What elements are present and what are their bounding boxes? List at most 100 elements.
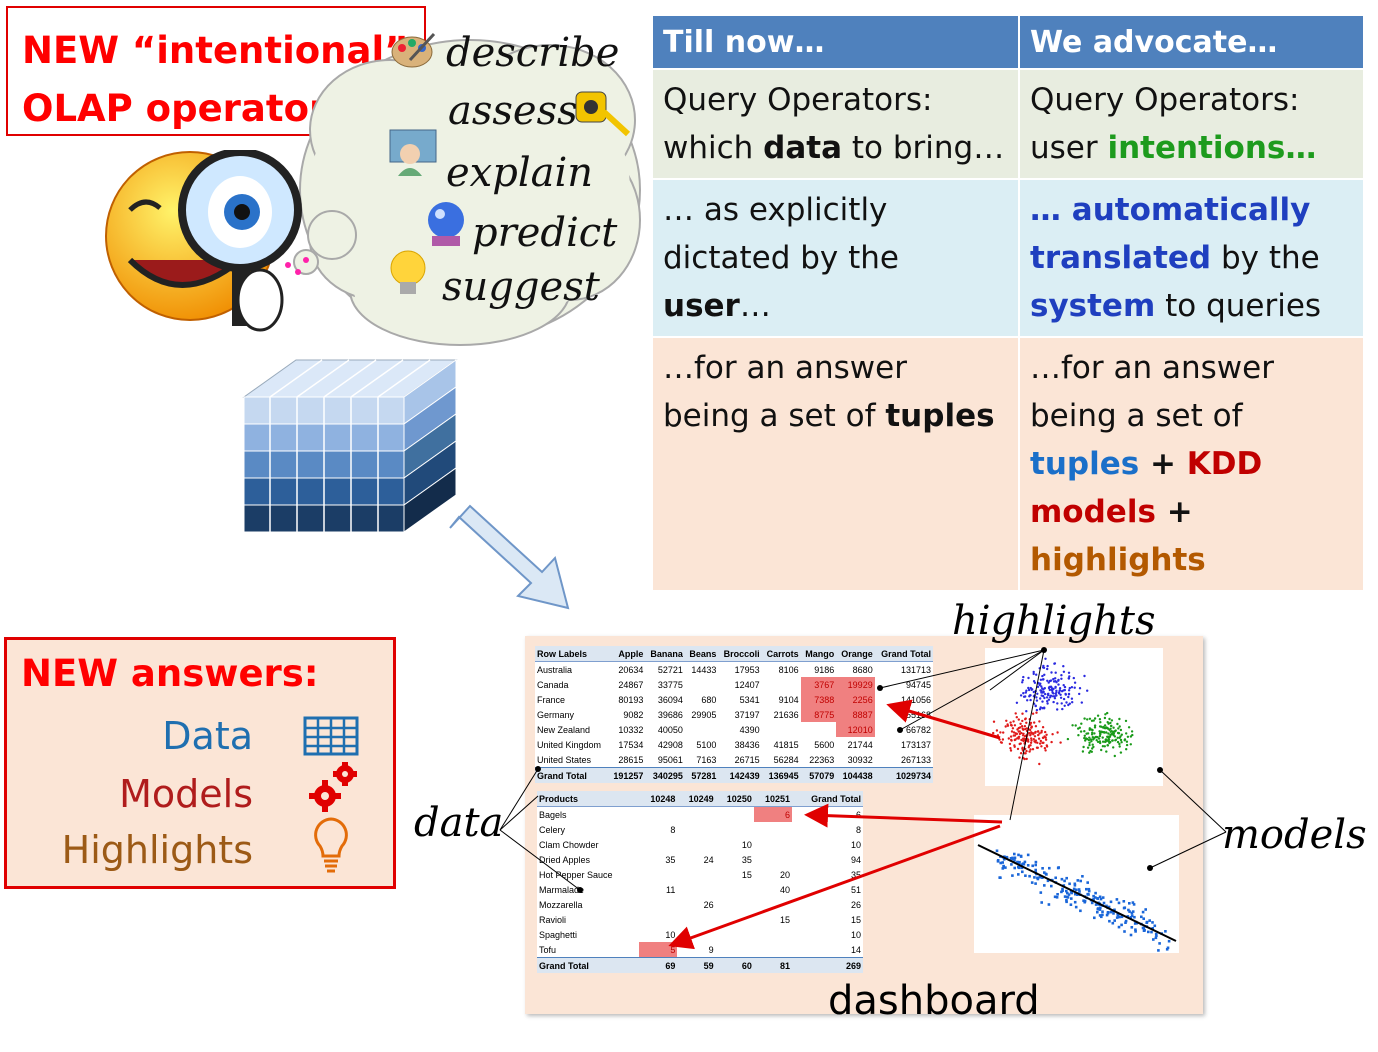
- scatter-point: [1118, 915, 1121, 919]
- scatter-point: [1047, 698, 1051, 701]
- table-cell: 10249: [677, 791, 716, 807]
- scatter-point: [1085, 887, 1088, 891]
- scatter-point: [1028, 750, 1031, 753]
- scatter-point: [1017, 873, 1020, 876]
- scatter-point: [1072, 887, 1076, 891]
- scatter-point: [1093, 724, 1097, 727]
- scatter-point: [1107, 738, 1111, 741]
- scatter-point: [1056, 893, 1059, 896]
- scatter-point: [1038, 762, 1041, 766]
- scatter-point: [1018, 860, 1021, 864]
- scatter-point: [1046, 879, 1050, 883]
- scatter-point: [1043, 692, 1047, 696]
- scatter-point: [1065, 899, 1068, 902]
- table-cell: Orange: [836, 646, 875, 662]
- scatter-point: [1022, 692, 1025, 695]
- table-cell: 2256: [836, 692, 875, 707]
- scatter-point: [1157, 949, 1160, 952]
- scatter-point: [1116, 740, 1120, 744]
- teacher-icon: [389, 129, 437, 176]
- scatter-point: [1024, 695, 1027, 698]
- scatter-point: [1110, 732, 1114, 736]
- scatter-point: [1130, 914, 1134, 917]
- scatter-point: [1142, 929, 1146, 932]
- scatter-point: [1043, 747, 1047, 750]
- table-cell: 57079: [800, 767, 837, 783]
- scatter-point: [1133, 915, 1136, 919]
- scatter-point: [1002, 731, 1005, 734]
- table-cell: 6: [753, 806, 793, 822]
- scatter-point: [1165, 948, 1169, 951]
- scatter-point: [1113, 735, 1117, 738]
- table-cell: United States: [537, 754, 592, 765]
- table-cell: 6: [855, 809, 861, 820]
- scatter-point: [1031, 748, 1035, 751]
- table-cell: 9104: [778, 694, 799, 705]
- scatter-point: [1035, 711, 1038, 714]
- table-cell: 35: [850, 869, 861, 880]
- scatter-point: [1038, 683, 1041, 687]
- scatter-point: [1090, 728, 1093, 731]
- scatter-point: [1067, 677, 1070, 680]
- table-cell: Marmalade: [539, 884, 585, 895]
- scatter-point: [1024, 718, 1027, 721]
- scatter-point: [1070, 897, 1073, 900]
- text-kdd: KDD: [1186, 446, 1263, 482]
- scatter-point: [1095, 735, 1098, 739]
- table-cell: 4390: [739, 724, 760, 735]
- scatter-point: [1109, 721, 1112, 725]
- scatter-point: [1086, 892, 1089, 896]
- scatter-point: [1051, 695, 1055, 698]
- scatter-point: [1036, 746, 1039, 749]
- scatter-point: [1041, 867, 1044, 870]
- scatter-point: [1130, 926, 1134, 929]
- scatter-point: [1074, 724, 1077, 727]
- scatter-point: [1077, 734, 1080, 737]
- scatter-point: [1082, 899, 1085, 902]
- scatter-point: [1084, 739, 1087, 742]
- scatter-point: [1013, 852, 1016, 856]
- scatter-point: [1009, 857, 1013, 860]
- scatter-point: [1045, 733, 1048, 736]
- scatter-point: [1043, 884, 1046, 887]
- scatter-point: [1145, 921, 1148, 924]
- scatter-point: [1038, 732, 1041, 735]
- scatter-point: [1127, 908, 1130, 912]
- cluster-scatter-plot: [985, 648, 1163, 786]
- text: … as explicitly: [663, 192, 888, 228]
- scatter-point: [1023, 725, 1027, 728]
- scatter-point: [1080, 722, 1083, 725]
- scatter-point: [1155, 934, 1158, 937]
- text-plus: +: [1155, 494, 1193, 530]
- scatter-point: [1090, 901, 1094, 905]
- cell-advocate-2: … automatically translated by the system…: [1020, 180, 1363, 336]
- scatter-point: [1083, 899, 1087, 903]
- table-cell: Carrots: [761, 646, 801, 662]
- table-cell: Broccoli: [718, 646, 762, 662]
- scatter-point: [1014, 732, 1017, 735]
- scatter-point: [1033, 876, 1036, 879]
- scatter-point: [1068, 702, 1071, 705]
- scatter-point: [1022, 862, 1026, 866]
- scatter-point: [1107, 740, 1110, 743]
- table-cell: 42908: [657, 739, 683, 750]
- scatter-point: [1034, 741, 1037, 744]
- scatter-point: [1056, 866, 1060, 870]
- scatter-point: [1079, 879, 1082, 883]
- scatter-point: [1131, 901, 1135, 904]
- scatter-point: [1129, 743, 1132, 746]
- scatter-point: [1006, 723, 1009, 726]
- answers-title: NEW answers:: [21, 652, 319, 695]
- table-cell: 35: [665, 854, 676, 865]
- scatter-point: [1094, 903, 1098, 906]
- scatter-point: [1069, 903, 1073, 906]
- table-cell: Dried Apples: [539, 854, 591, 865]
- scatter-point: [1125, 748, 1128, 751]
- scatter-point: [1096, 714, 1100, 717]
- scatter-point: [1025, 689, 1028, 692]
- scatter-point: [1039, 697, 1042, 700]
